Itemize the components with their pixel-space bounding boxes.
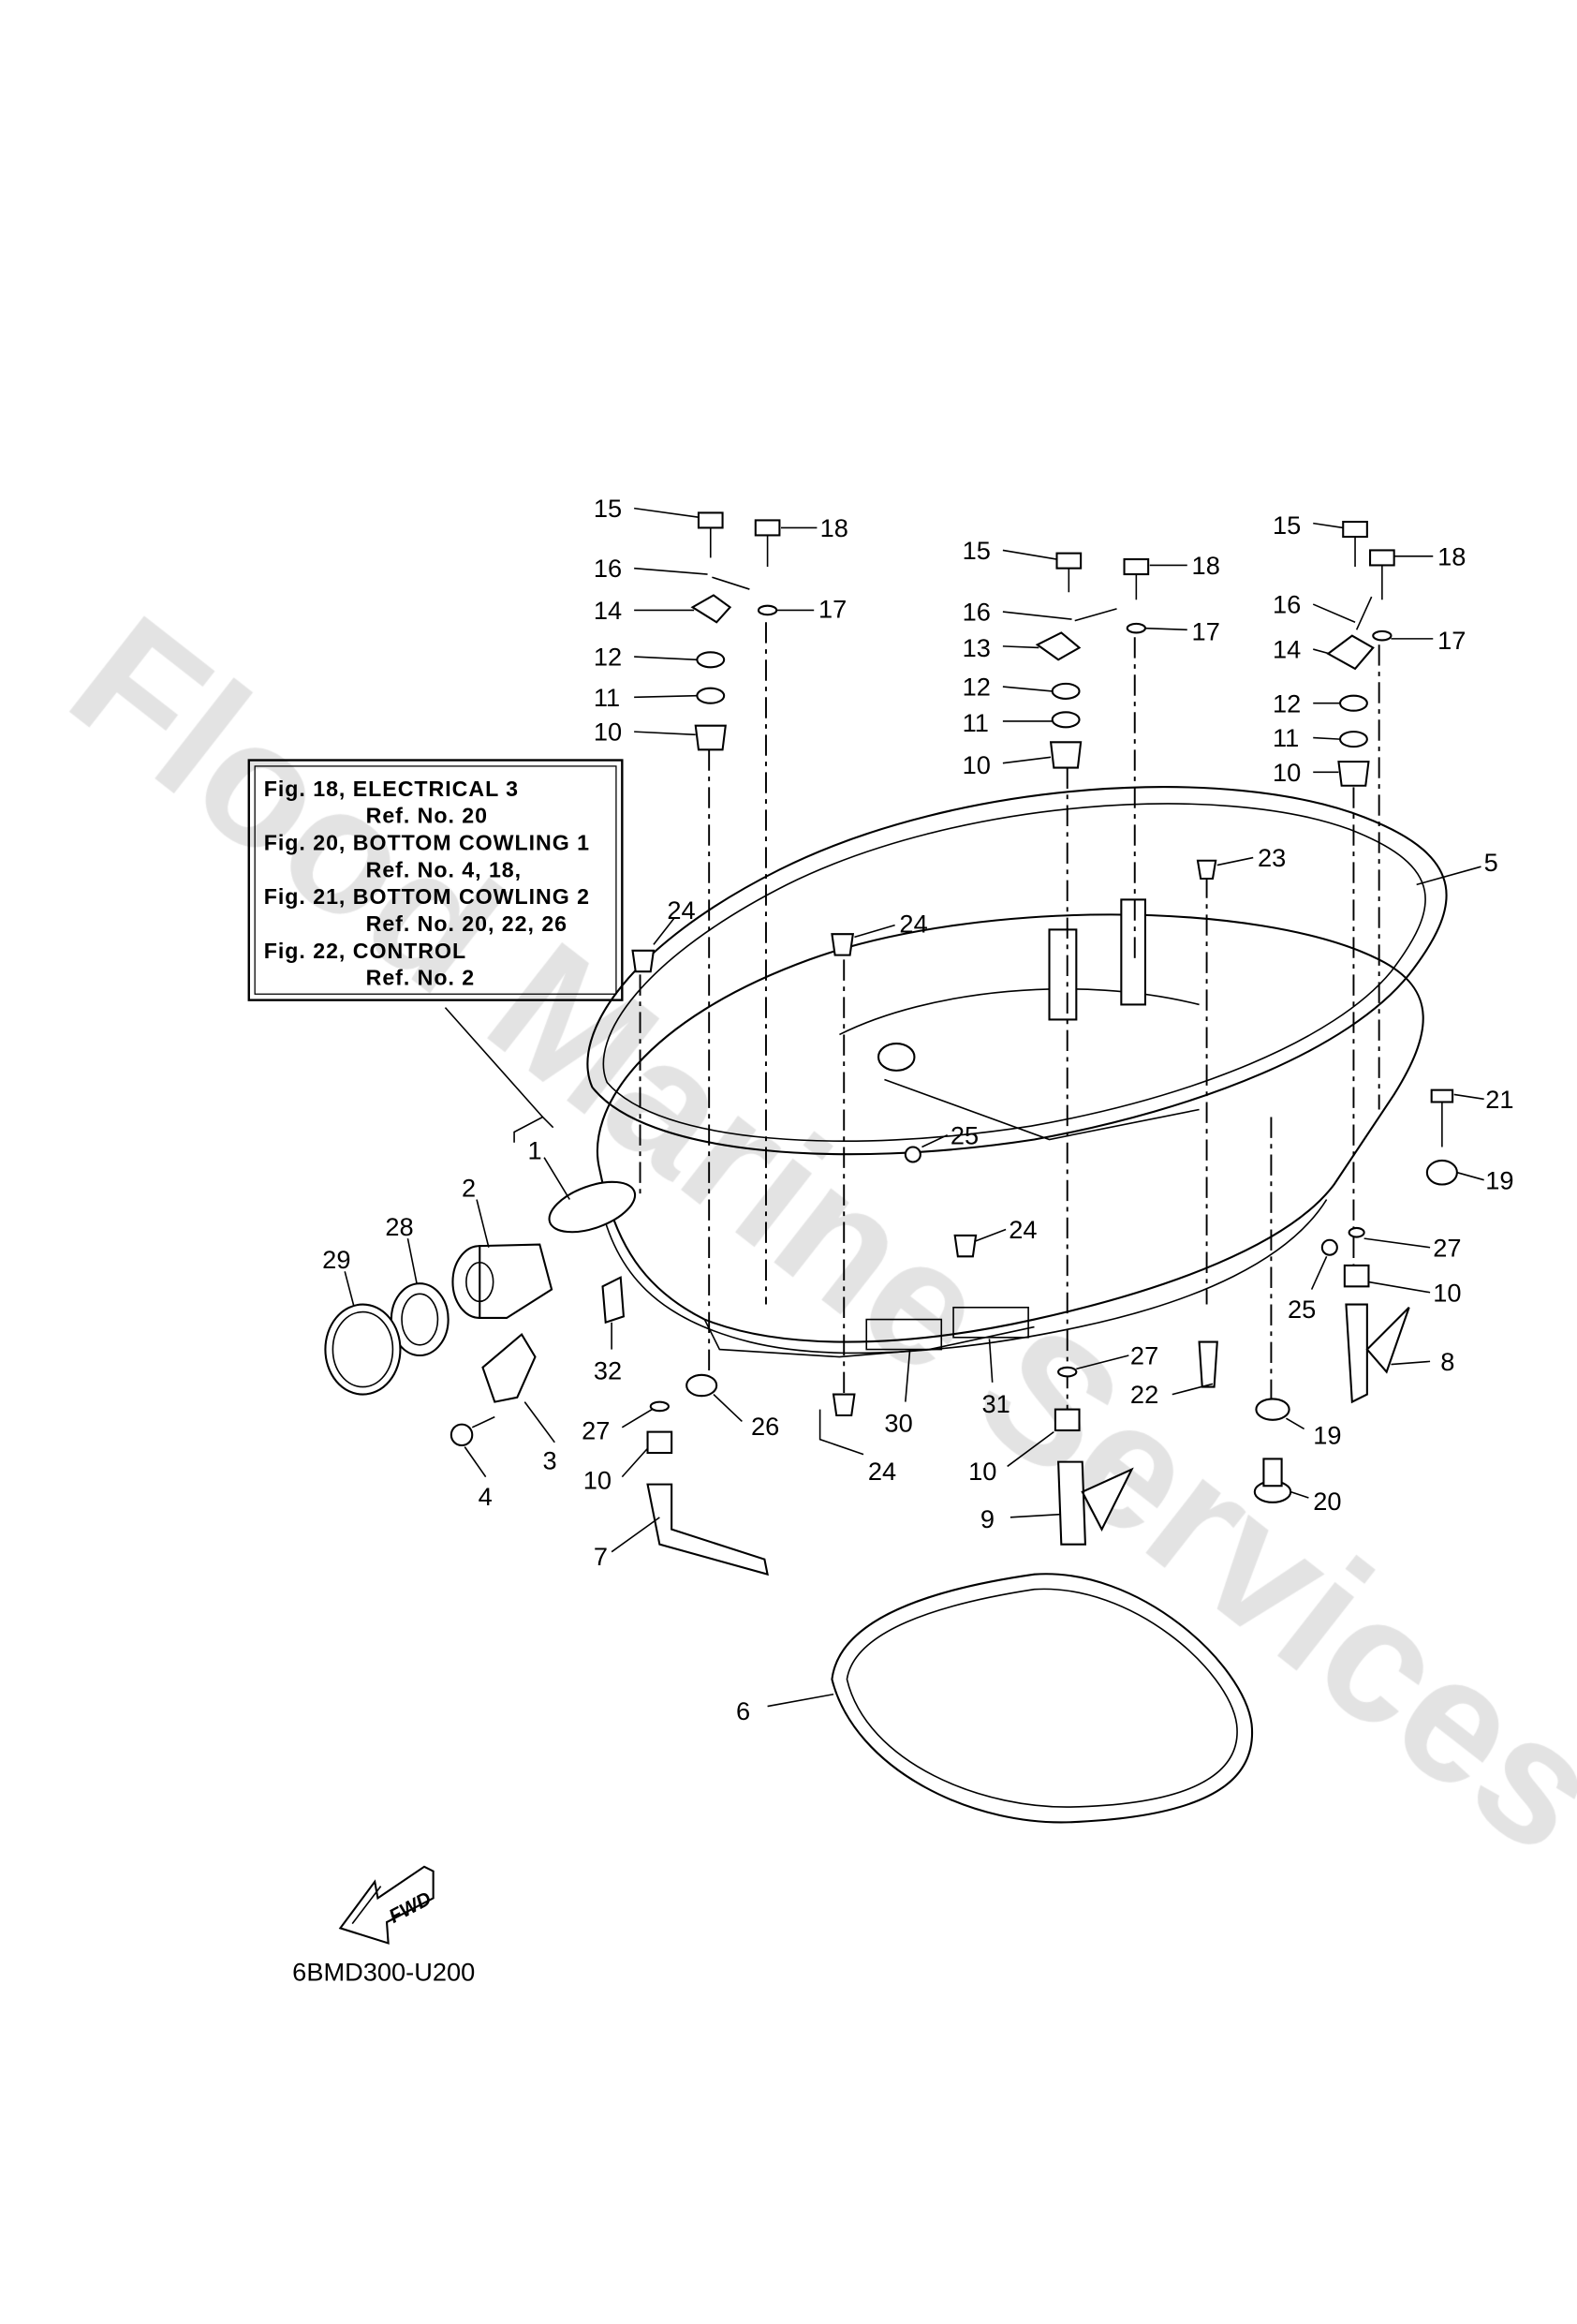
callout-label: 13 (963, 633, 991, 662)
callout-label: 6 (736, 1696, 750, 1725)
ref-line: Fig. 22, CONTROL (264, 939, 466, 963)
callout-label: 9 (980, 1504, 995, 1533)
callout-label: 24 (667, 896, 695, 925)
callout-label: 3 (542, 1446, 556, 1475)
callout-label: 25 (951, 1120, 979, 1149)
callout-label: 10 (963, 750, 991, 779)
ref-line: Fig. 20, BOTTOM COWLING 1 (264, 831, 590, 855)
callout-label: 12 (963, 673, 991, 702)
callout-label: 10 (1273, 758, 1301, 787)
callout-label: 11 (594, 683, 620, 712)
seal-rubber-part-5 (586, 786, 1448, 1156)
callout-label: 15 (1273, 511, 1301, 540)
callout-label: 12 (594, 643, 622, 672)
callout-label: 19 (1313, 1420, 1341, 1449)
callout-label: 24 (899, 910, 927, 939)
diagram-code: 6BMD300-U200 (292, 1957, 475, 1986)
callout-label: 29 (322, 1245, 350, 1274)
assembly-lines (639, 622, 1380, 1425)
callout-label: 14 (594, 596, 622, 625)
callout-label: 7 (594, 1542, 608, 1571)
callout-label: 16 (963, 598, 991, 627)
callout-label: 19 (1485, 1165, 1513, 1194)
callout-label: 10 (594, 718, 622, 747)
ref-line: Ref. No. 4, 18, (366, 857, 522, 881)
reference-box: Fig. 18, ELECTRICAL 3 Ref. No. 20 Fig. 2… (247, 759, 624, 1143)
callout-label: 18 (820, 513, 848, 542)
bottom-cowling-part-1 (548, 898, 1424, 1358)
fwd-arrow-icon: FWD (338, 1865, 435, 1945)
callout-label: 1 (527, 1135, 541, 1164)
callout-label: 17 (1192, 616, 1220, 645)
callout-label: 23 (1258, 843, 1286, 872)
callout-label: 10 (583, 1465, 612, 1494)
callout-label: 2 (462, 1173, 476, 1202)
leader-lines (344, 507, 1484, 1708)
hardware-parts (324, 511, 1458, 1824)
callout-label: 21 (1485, 1085, 1513, 1114)
callout-labels: 15 18 16 17 14 12 11 10 15 18 16 17 13 1… (322, 494, 1513, 1725)
callout-label: 26 (751, 1412, 779, 1441)
callout-label: 11 (963, 708, 989, 737)
callout-label: 16 (594, 554, 622, 583)
callout-label: 24 (1009, 1215, 1037, 1244)
callout-label: 5 (1484, 848, 1498, 877)
callout-label: 24 (868, 1457, 896, 1486)
callout-label: 10 (1433, 1278, 1461, 1307)
callout-label: 15 (594, 494, 622, 523)
callout-label: 4 (479, 1482, 493, 1511)
callout-label: 18 (1192, 551, 1220, 580)
callout-label: 25 (1288, 1295, 1316, 1324)
ref-line: Ref. No. 20 (366, 804, 488, 828)
callout-label: 11 (1273, 723, 1299, 752)
callout-label: 18 (1437, 541, 1466, 570)
ref-line: Ref. No. 2 (366, 966, 476, 990)
callout-label: 15 (963, 536, 991, 565)
ref-line: Fig. 18, ELECTRICAL 3 (264, 777, 519, 801)
callout-label: 12 (1273, 688, 1301, 718)
callout-label: 27 (582, 1416, 610, 1445)
callout-label: 14 (1273, 635, 1301, 664)
callout-label: 17 (818, 594, 847, 623)
callout-label: 20 (1313, 1487, 1341, 1516)
callout-label: 8 (1440, 1347, 1454, 1376)
ref-line: Fig. 21, BOTTOM COWLING 2 (264, 884, 590, 909)
callout-label: 27 (1433, 1233, 1461, 1262)
callout-label: 27 (1130, 1341, 1158, 1370)
callout-label: 32 (594, 1356, 622, 1385)
ref-line: Ref. No. 20, 22, 26 (366, 911, 567, 936)
callout-label: 16 (1273, 590, 1301, 619)
callout-label: 10 (968, 1457, 996, 1486)
callout-label: 28 (385, 1212, 413, 1241)
callout-label: 30 (884, 1409, 912, 1438)
callout-label: 31 (981, 1389, 1010, 1418)
callout-label: 22 (1130, 1380, 1158, 1409)
callout-label: 17 (1437, 626, 1466, 655)
